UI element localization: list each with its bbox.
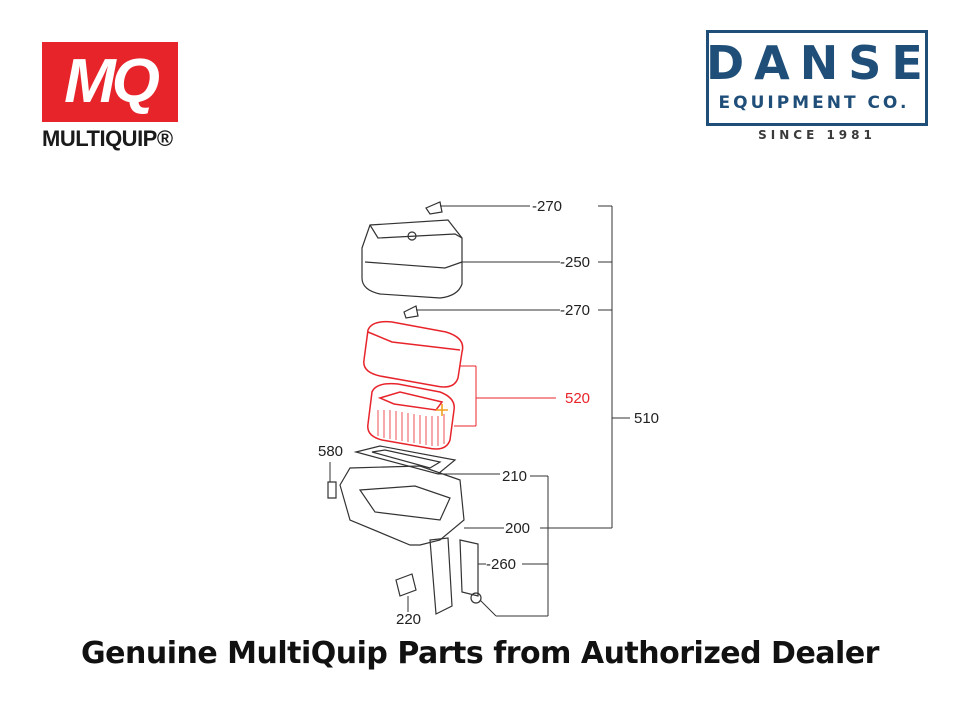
parts-diagram: -270 -250 -270 520 510 580 210 200 -260 … [318,198,659,625]
air-cleaner-base [339,465,465,546]
callout-520: 520 [565,390,590,407]
bracket-260 [459,539,479,597]
plus-marker [436,404,448,416]
danse-since: SINCE 1981 [758,128,876,142]
danse-subtitle: EQUIPMENT CO. [718,93,910,113]
mq-mark-text: MQ [64,47,160,116]
air-cleaner-cover [361,219,463,299]
danse-logo-box [706,30,928,126]
danse-logo: DANSE EQUIPMENT CO. SINCE 1981 [706,30,933,144]
callout-580: 580 [318,443,343,460]
gasket-210 [353,445,457,475]
callout-270-mid: -270 [560,302,590,319]
danse-name: DANSE [706,36,933,90]
multiquip-logo: MQ MULTIQUIP® [42,42,182,152]
callout-260: -260 [486,556,516,573]
wing-nut-top [425,201,443,215]
pre-cleaner [363,320,464,388]
wing-nut-mid [403,305,419,319]
filter-element [367,382,455,450]
callout-210: 210 [502,468,527,485]
callout-220: 220 [396,611,421,625]
mq-mark: MQ [42,42,178,122]
dealer-tagline: Genuine MultiQuip Parts from Authorized … [81,636,879,671]
gasket-220 [395,573,417,597]
nut [470,592,482,604]
callout-250: -250 [560,254,590,271]
callout-200: 200 [505,520,530,537]
bolt-580 [327,481,337,499]
callout-270-top: -270 [532,198,562,215]
multiquip-wordmark: MULTIQUIP® [42,126,173,151]
callout-510: 510 [634,410,659,427]
